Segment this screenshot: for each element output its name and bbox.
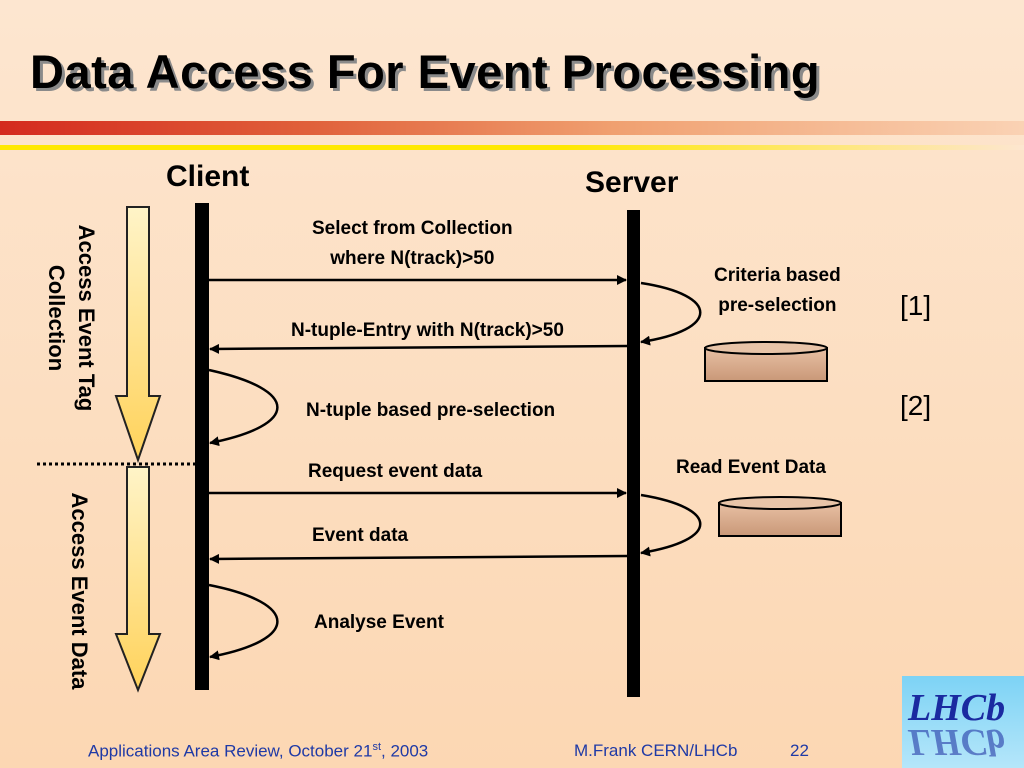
select-message-line2: where N(track)>50 xyxy=(330,248,495,269)
ref-1: [1] xyxy=(900,290,932,321)
request-event-message: Request event data xyxy=(308,461,483,482)
client-lifeline xyxy=(195,203,209,690)
ntuple-entry-message: N-tuple-Entry with N(track)>50 xyxy=(291,320,564,341)
read-event-action: Read Event Data xyxy=(676,457,826,478)
database-icon-events xyxy=(718,496,842,537)
criteria-action-line2: pre-selection xyxy=(718,295,837,316)
ref-2: [2] xyxy=(900,390,932,421)
phase-label-tag-line2: Collection xyxy=(44,264,69,372)
select-message-line1: Select from Collection xyxy=(312,218,513,239)
footer-author: M.Frank CERN/LHCb xyxy=(574,741,738,760)
footer-event-sup: st xyxy=(372,741,381,753)
lhcb-logo-reflection: LHCb xyxy=(908,721,1006,763)
criteria-action: Criteria based pre-selection xyxy=(714,261,841,321)
ntuple-preselection-message: N-tuple based pre-selection xyxy=(306,400,556,421)
phase-arrow-data xyxy=(114,466,162,693)
server-loop-read xyxy=(640,493,702,557)
title-underline-yellow xyxy=(0,145,1024,150)
server-loop-criteria xyxy=(640,281,702,346)
phase-arrow-tag xyxy=(114,206,162,464)
footer-event: Applications Area Review, October 21st, … xyxy=(88,741,428,762)
client-loop-ntuple xyxy=(208,368,279,447)
event-data-arrow xyxy=(209,553,628,564)
footer-event-prefix: Applications Area Review, October 21 xyxy=(88,741,373,761)
title-underline-red xyxy=(0,121,1024,135)
footer-event-suffix: , 2003 xyxy=(381,741,429,761)
client-loop-analyse xyxy=(208,583,279,661)
client-label: Client xyxy=(166,160,250,193)
ntuple-entry-arrow xyxy=(209,343,628,354)
analyse-event-message: Analyse Event xyxy=(314,612,444,633)
phase-label-tag-line1: Access Event Tag xyxy=(74,224,99,412)
slide-title: Data Access For Event Processing xyxy=(30,45,821,98)
server-label: Server xyxy=(585,166,679,199)
lhcb-logo-text: LHCb xyxy=(908,687,1006,729)
phase-label-data: Access Event Data xyxy=(67,492,92,690)
page-number: 22 xyxy=(790,741,809,760)
criteria-action-line1: Criteria based xyxy=(714,265,841,286)
server-lifeline xyxy=(627,210,640,697)
event-data-message: Event data xyxy=(312,525,409,546)
select-message: Select from Collection where N(track)>50 xyxy=(312,214,513,274)
database-icon-tags xyxy=(704,341,828,382)
lhcb-logo: LHCb LHCb xyxy=(902,676,1024,768)
phase-label-tag: Access Event Tag Collection xyxy=(41,198,101,438)
